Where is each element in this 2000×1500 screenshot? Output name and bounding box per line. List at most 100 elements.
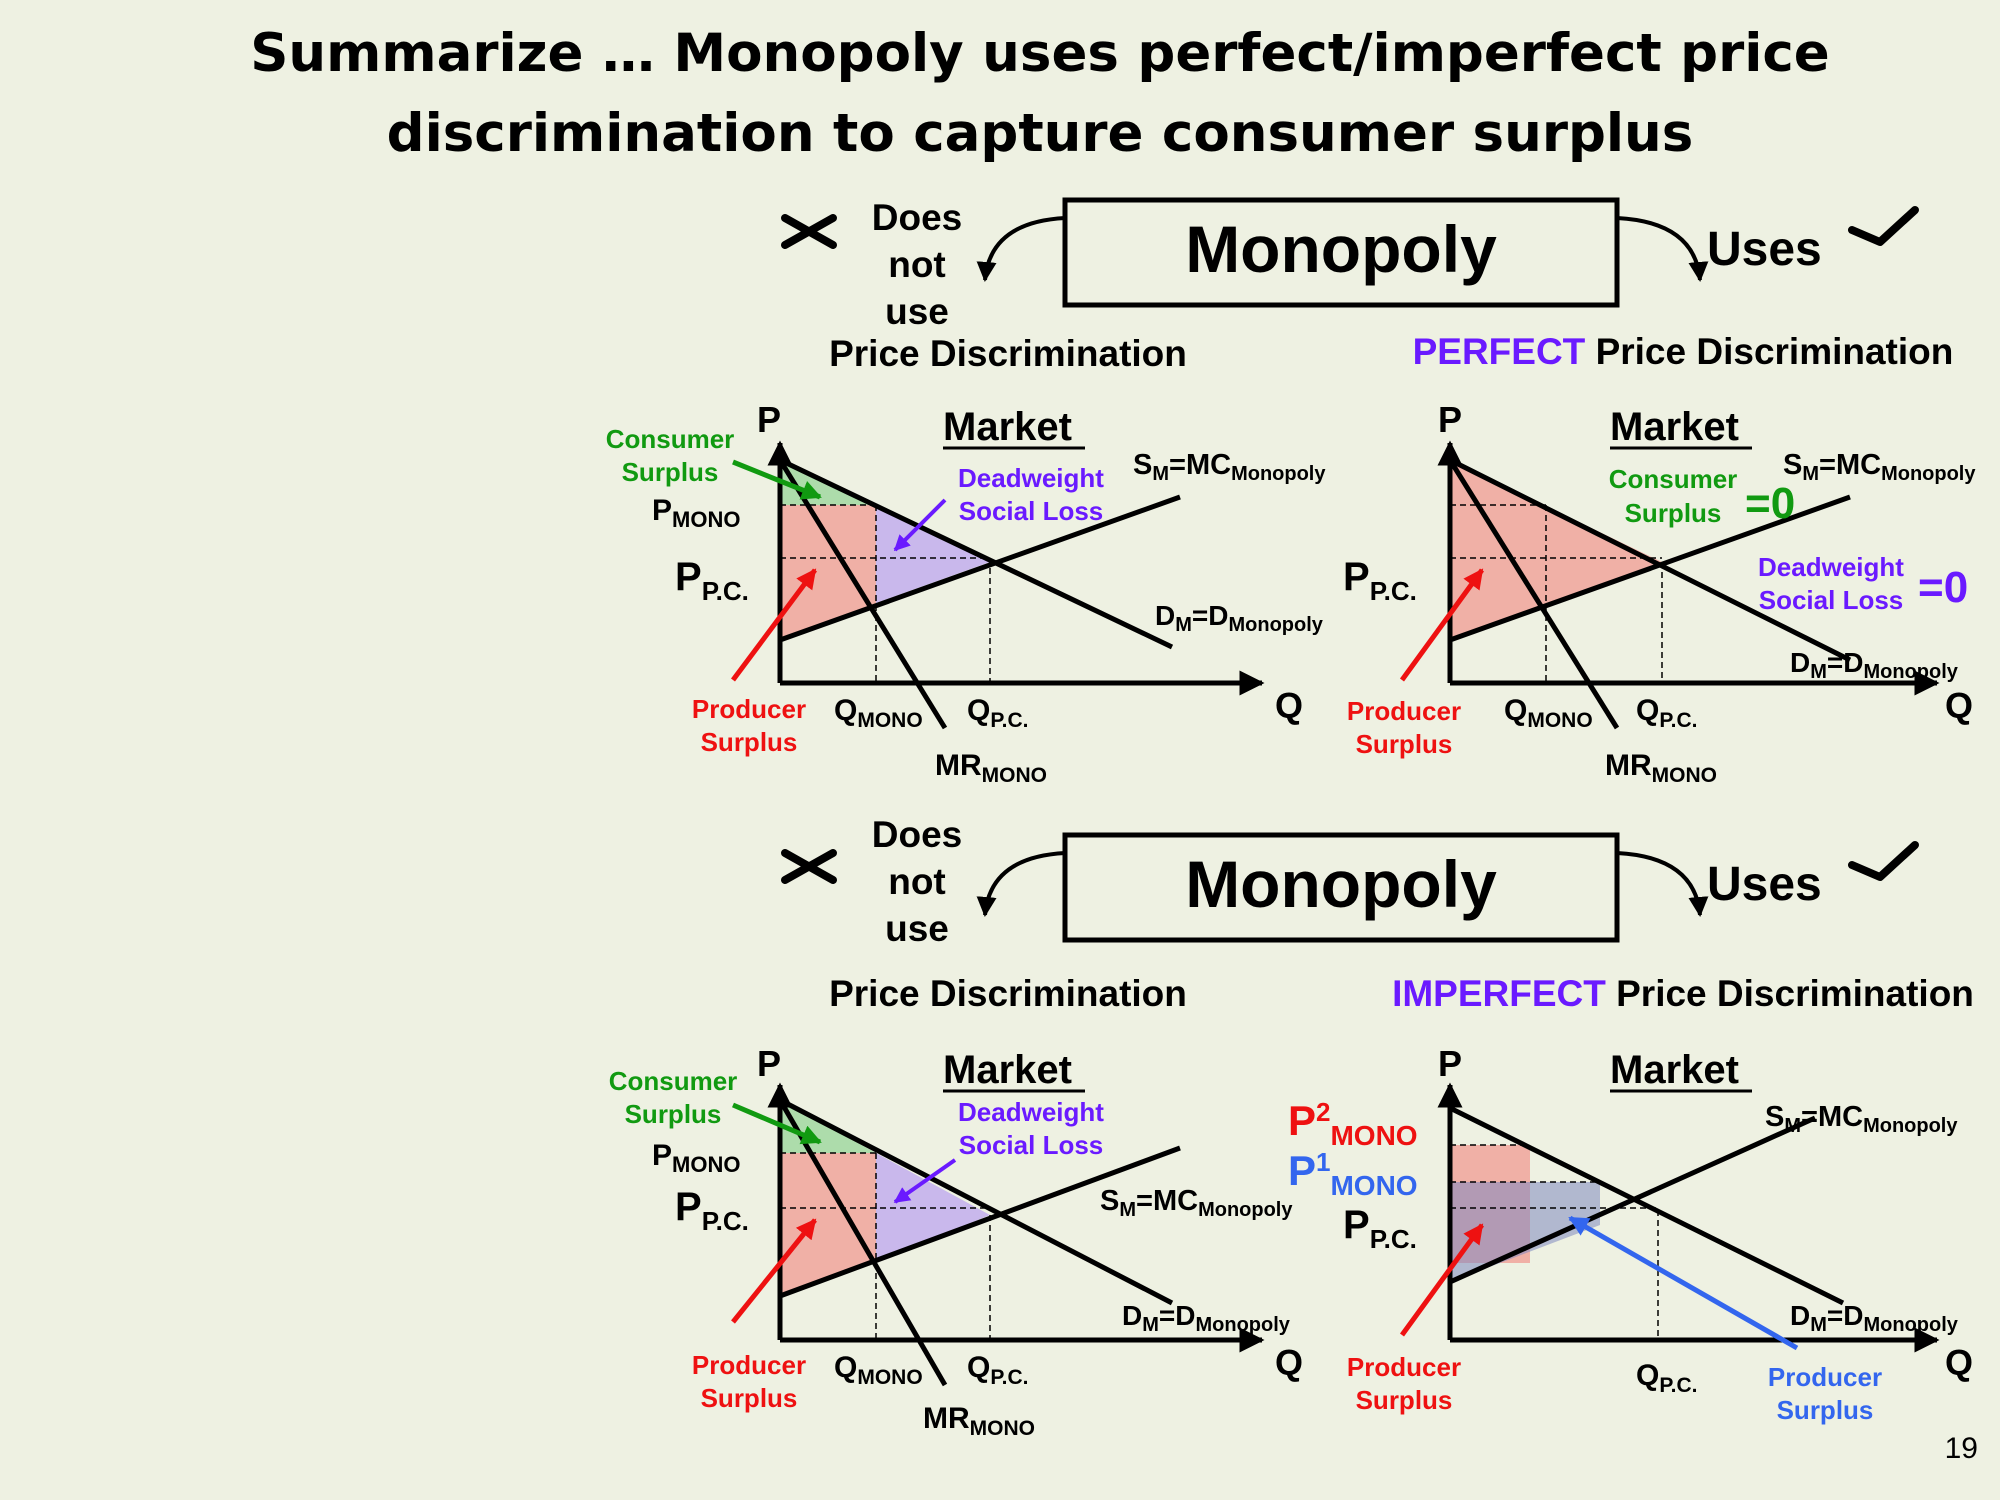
- producer-surplus-label-1: Producer: [692, 694, 806, 724]
- demand-d-sub: M: [1810, 1314, 1827, 1336]
- demand-d: D: [1790, 647, 1810, 678]
- consumer-surplus-label-1: Consumer: [1609, 464, 1738, 494]
- p-mono-sub: MONO: [672, 507, 740, 532]
- second-producer-surplus-arrow: [1568, 1215, 1799, 1351]
- supply-mid: =MC: [1169, 449, 1231, 481]
- right-caption-rest: Price Discrimination: [1585, 331, 1953, 372]
- title-line-2: discrimination to capture consumer surpl…: [386, 103, 1694, 164]
- curved-arrow-right: [1616, 216, 1709, 282]
- demand-label: DM=DMonopoly: [1790, 1300, 1959, 1336]
- deadweight-loss-zero: =0: [1918, 563, 1968, 612]
- graph-no-discrimination-top: P Q Market Consumer Surplus PMONO PP.C. …: [606, 399, 1327, 787]
- q-mono-main: Q: [834, 1351, 857, 1384]
- q-pc-label: QP.C.: [967, 1351, 1028, 1389]
- supply-mid-sub: Monopoly: [1863, 1115, 1958, 1137]
- supply-mid: =MC: [1819, 449, 1881, 481]
- monopoly-box: [1062, 832, 1620, 943]
- deadweight-loss-label-1: Deadweight: [1758, 552, 1904, 582]
- does-not-use-line-3: use: [885, 291, 949, 332]
- demand-curve: [778, 1097, 1174, 1306]
- supply-s: S: [1100, 1185, 1119, 1217]
- supply-label: SM=MCMonopoly: [1100, 1185, 1293, 1221]
- p-pc-sub: P.C.: [702, 576, 749, 606]
- demand-d-sub: M: [1810, 661, 1827, 683]
- market-label: Market: [943, 405, 1072, 449]
- right-caption-rest: Price Discrimination: [1606, 973, 1974, 1014]
- deadweight-loss-label-2: Social Loss: [959, 1130, 1104, 1160]
- demand-d-sub: M: [1142, 1314, 1159, 1336]
- supply-mid-sub: Monopoly: [1881, 463, 1976, 485]
- graph-no-discrimination-bottom: P Q Market Consumer Surplus PMONO PP.C. …: [609, 1043, 1303, 1440]
- mr-mono-label: MRMONO: [1605, 749, 1717, 787]
- demand-curve: [1448, 1105, 1845, 1306]
- deadweight-loss-arrow: [893, 1158, 957, 1204]
- p-axis-label: P: [757, 399, 781, 440]
- consumer-surplus-arrow: [732, 459, 822, 500]
- graph-imperfect-discrimination: P Q Market SM=MCMonopoly P2MONO P1MONO P…: [1288, 1043, 1973, 1425]
- q-mono-label: QMONO: [834, 1351, 923, 1389]
- mr-mono-label: MRMONO: [923, 1402, 1035, 1440]
- deadweight-loss-label-1: Deadweight: [958, 1097, 1104, 1127]
- q-pc-main: Q: [967, 1351, 990, 1384]
- p-pc-label: PP.C.: [675, 555, 749, 606]
- demand-d: D: [1790, 1300, 1810, 1331]
- right-caption-highlight: IMPERFECT: [1392, 973, 1606, 1014]
- q-pc-label: QP.C.: [1636, 694, 1697, 732]
- p-pc-label: PP.C.: [1343, 1203, 1417, 1254]
- supply-mid: =MC: [1136, 1185, 1198, 1217]
- p-pc-main: P: [675, 1185, 702, 1229]
- demand-label: DM=DMonopoly: [1122, 1300, 1291, 1336]
- consumer-surplus-zero: =0: [1745, 479, 1795, 528]
- supply-s-sub: M: [1152, 463, 1169, 485]
- producer-surplus-area: [780, 505, 876, 640]
- uses-label: Uses: [1707, 223, 1822, 276]
- p-pc-sub: P.C.: [1370, 576, 1417, 606]
- q-pc-label: QP.C.: [967, 694, 1028, 732]
- demand-mid: =D: [1159, 1300, 1196, 1331]
- title-line-1: Summarize … Monopoly uses perfect/imperf…: [250, 23, 1830, 84]
- right-caption-highlight: PERFECT: [1413, 331, 1586, 372]
- q-mono-main: Q: [834, 694, 857, 727]
- monopoly-label: Monopoly: [1185, 847, 1497, 921]
- monopoly-box: [1062, 197, 1620, 308]
- mr-main: MR: [923, 1402, 970, 1435]
- demand-label: DM=DMonopoly: [1790, 647, 1959, 683]
- producer-surplus-area: [780, 1153, 876, 1296]
- p-pc-label: PP.C.: [675, 1185, 749, 1236]
- demand-curve: [778, 457, 1174, 650]
- supply-curve: [1449, 494, 1851, 643]
- producer-surplus-label-1: Producer: [692, 1350, 806, 1380]
- producer-surplus-label-2: Surplus: [1356, 729, 1453, 759]
- p-axis-label: P: [1438, 399, 1462, 440]
- q-mono-sub: MONO: [857, 1366, 922, 1389]
- q-axis-label: Q: [1275, 1342, 1303, 1383]
- second-producer-surplus-label-1: Producer: [1768, 1362, 1882, 1392]
- q-pc-sub: P.C.: [990, 709, 1028, 732]
- supply-s: S: [1765, 1101, 1784, 1133]
- p1-mono-label: P1MONO: [1288, 1147, 1418, 1201]
- curved-arrow-right: [1616, 851, 1709, 917]
- p1-main: P: [1288, 1147, 1316, 1194]
- mr-main: MR: [935, 749, 982, 782]
- q-pc-main: Q: [1636, 694, 1659, 727]
- consumer-surplus-label-2: Surplus: [1625, 498, 1722, 528]
- q-pc-sub: P.C.: [990, 1366, 1028, 1389]
- p-mono-main: P: [652, 494, 672, 527]
- does-not-use-line-2: not: [888, 861, 946, 902]
- demand-label: DM=DMonopoly: [1155, 600, 1324, 636]
- producer-surplus-arrow: [731, 1218, 817, 1324]
- consumer-surplus-label-1: Consumer: [609, 1066, 738, 1096]
- does-not-use-line-3: use: [885, 908, 949, 949]
- producer-surplus-arrow: [730, 568, 818, 682]
- mr-sub: MONO: [1652, 764, 1717, 787]
- q-axis-label: Q: [1275, 685, 1303, 726]
- q-pc-main: Q: [967, 694, 990, 727]
- graph-perfect-discrimination: P Q Market SM=MCMonopoly Consumer Surplu…: [1343, 399, 1976, 787]
- check-mark-icon: [1848, 841, 1919, 881]
- p-pc-main: P: [1343, 1203, 1370, 1247]
- deadweight-loss-area: [876, 505, 990, 603]
- producer-surplus-arrow: [1399, 1223, 1485, 1337]
- p-mono-main: P: [652, 1139, 672, 1172]
- q-pc-sub: P.C.: [1659, 1374, 1697, 1397]
- demand-mid: =D: [1827, 647, 1864, 678]
